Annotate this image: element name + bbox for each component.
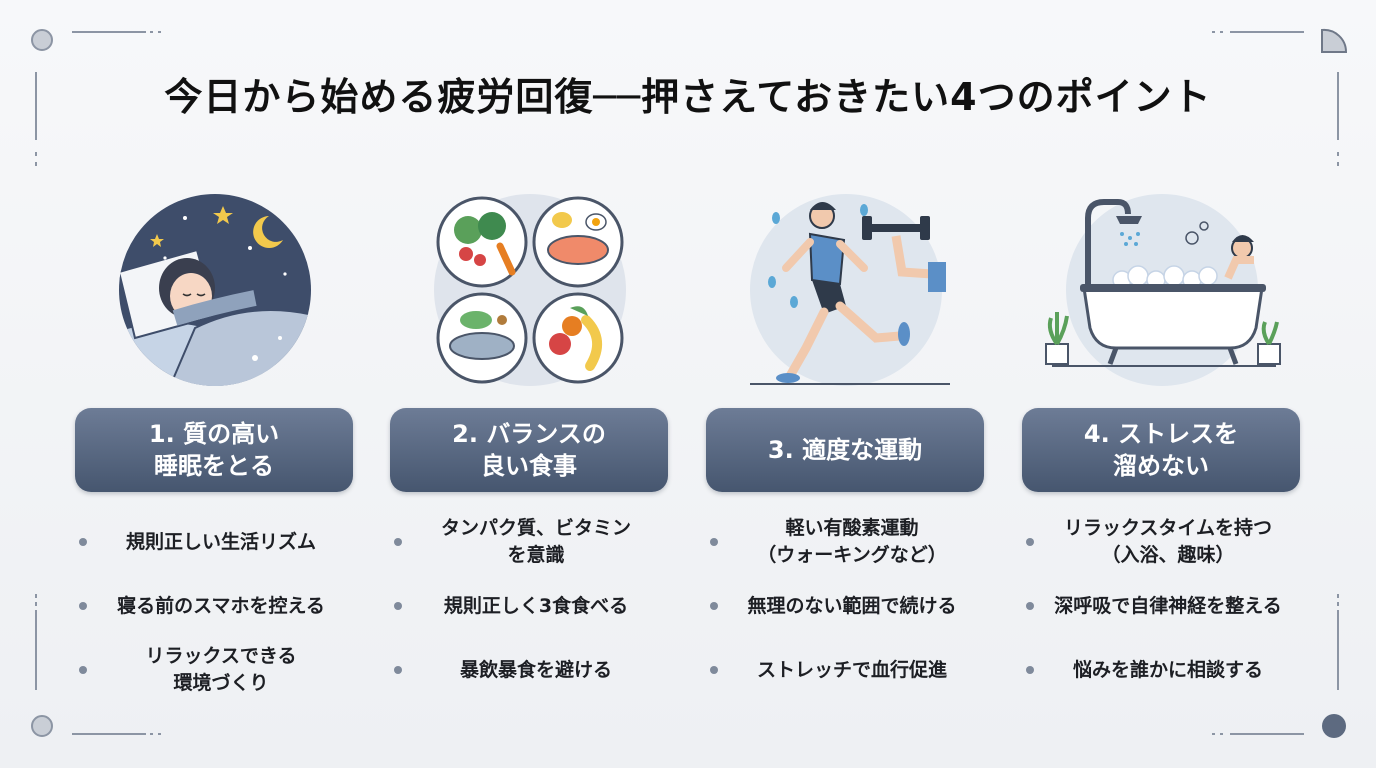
list-item: 悩みを誰かに相談する (1022, 638, 1302, 702)
list-item: リラックスできる 環境づくり (75, 638, 355, 702)
point-label-1: 1. 質の高い睡眠をとる (75, 408, 353, 492)
list-item: 規則正しい生活リズム (75, 510, 355, 574)
bathtub-icon (1022, 188, 1302, 398)
list-item: 軽い有酸素運動 （ウォーキングなど） (706, 510, 986, 574)
point-label-4: 4. ストレスを溜めない (1022, 408, 1300, 492)
list-item: 無理のない範囲で続ける (706, 574, 986, 638)
corner-quarter-tr (1321, 28, 1348, 53)
list-item: 深呼吸で自律神経を整える (1022, 574, 1302, 638)
point-label-3: 3. 適度な運動 (706, 408, 984, 492)
point-card-sleep: 1. 質の高い睡眠をとる 規則正しい生活リズム 寝る前のスマホを控える リラック… (75, 188, 355, 702)
list-item: 暴飲暴食を避ける (390, 638, 670, 702)
point-label-2: 2. バランスの良い食事 (390, 408, 668, 492)
list-item: リラックスタイムを持つ （入浴、趣味） (1022, 510, 1302, 574)
point-card-stress: 4. ストレスを溜めない リラックスタイムを持つ （入浴、趣味） 深呼吸で自律神… (1022, 188, 1302, 702)
page-title: 今日から始める疲労回復──押さえておきたい4つのポイント (164, 75, 1212, 119)
running-person-icon (706, 188, 986, 398)
point-card-exercise: 3. 適度な運動 軽い有酸素運動 （ウォーキングなど） 無理のない範囲で続ける … (706, 188, 986, 702)
list-item: 寝る前のスマホを控える (75, 574, 355, 638)
balanced-meal-icon (390, 188, 670, 398)
list-item: ストレッチで血行促進 (706, 638, 986, 702)
list-item: 規則正しく3食食べる (390, 574, 670, 638)
point-card-diet: 2. バランスの良い食事 タンパク質、ビタミン を意識 規則正しく3食食べる 暴… (390, 188, 670, 702)
corner-circle-br (1322, 714, 1346, 738)
corner-circle-tl (31, 29, 53, 51)
corner-circle-bl (31, 715, 53, 737)
sleeping-person-icon (75, 188, 355, 398)
list-item: タンパク質、ビタミン を意識 (390, 510, 670, 574)
